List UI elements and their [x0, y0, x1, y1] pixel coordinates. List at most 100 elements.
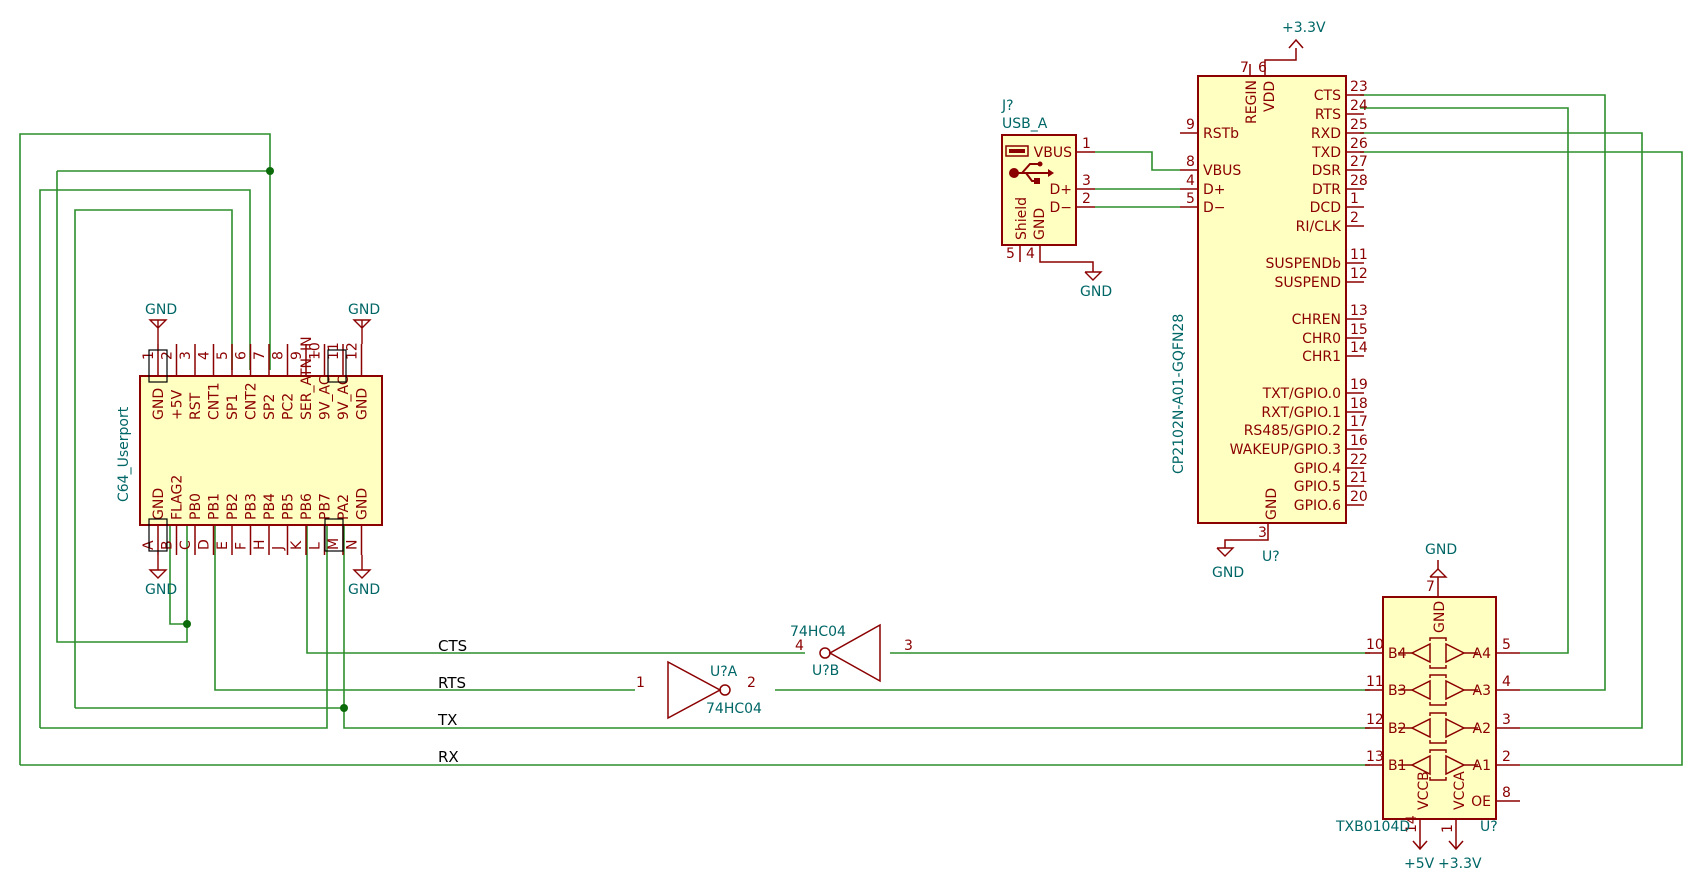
userport-pin-num: J	[271, 546, 287, 551]
inverter-ref: U?A	[710, 664, 738, 680]
cp2102-pin-num: 9	[1186, 117, 1195, 133]
svg-text:GND: GND	[145, 302, 177, 318]
cp2102-pin-num: 12	[1350, 266, 1368, 282]
txb-pin-name: VCCA	[1452, 771, 1468, 810]
cp2102-pin-num: 17	[1350, 414, 1368, 430]
txb-pin-name: A4	[1473, 646, 1492, 662]
txb-value: TXB0104D	[1335, 819, 1410, 835]
cp2102-pin-name: GPIO.4	[1294, 461, 1341, 477]
txb-body	[1382, 596, 1497, 820]
buffer-icon	[1410, 642, 1431, 664]
cp2102-pin-num: 25	[1350, 117, 1368, 133]
userport-top-pins: 1GND2+5V3RST4CNT15SP16CNT27SP28PC29SER_A…	[141, 336, 371, 420]
txb-pin-name: A3	[1473, 683, 1491, 699]
cp2102-pin-num: 27	[1350, 154, 1368, 170]
cp2102-pin-name: SUSPENDb	[1266, 256, 1342, 272]
tie-bar	[148, 349, 168, 383]
txb-pin-num: 2	[1502, 749, 1511, 765]
net-label-rx: RX	[438, 748, 459, 766]
cp2102-pin-name: D+	[1203, 182, 1226, 198]
cp2102-pin-num: 20	[1350, 489, 1368, 505]
junction-dot	[183, 620, 191, 628]
txb-pin-name: B1	[1388, 758, 1407, 774]
tie-bar	[327, 349, 347, 383]
usb-pin-name: D−	[1049, 200, 1072, 216]
userport-pin-num: D	[197, 539, 213, 550]
cp2102-pin-num: 24	[1350, 98, 1368, 114]
inverter-pin-num: 2	[747, 675, 756, 691]
cp2102-pin-num: 4	[1186, 173, 1195, 189]
txb-pin-num: 4	[1502, 674, 1511, 690]
inverter-u-b: 3 4 74HC04 U?B	[790, 623, 913, 683]
cp2102-pin-name: TXT/GPIO.0	[1262, 386, 1341, 402]
wires	[19, 94, 1683, 766]
usb-pin-name: D+	[1049, 182, 1072, 198]
cp2102-pin-name: D−	[1203, 200, 1226, 216]
cp2102-pin-name: RXT/GPIO.1	[1261, 405, 1341, 421]
userport-pin-num: 4	[197, 351, 213, 360]
svg-text:GND: GND	[348, 302, 380, 318]
userport-pin-num: 7	[252, 351, 268, 360]
userport-pin-name: GND	[151, 388, 167, 420]
cp2102-pin-name: REGIN	[1244, 80, 1260, 124]
userport-pin-num: 9	[289, 351, 305, 360]
inverter-pin-num: 3	[904, 638, 913, 654]
buffer-icon	[1410, 754, 1431, 776]
buffer-line	[1429, 637, 1447, 641]
txb-pin-num: 3	[1502, 712, 1511, 728]
cp2102-pin-name: GPIO.5	[1294, 479, 1341, 495]
usb-pin-num: 1	[1082, 136, 1091, 152]
cp2102-ref: U?	[1262, 549, 1280, 565]
inverter-value: 74HC04	[790, 624, 846, 640]
txb-gnd-text: GND	[1425, 542, 1457, 558]
cp2102-pin-name: DSR	[1312, 163, 1342, 179]
gnd-symbol: GND	[348, 302, 380, 344]
cp2102-pin-num: 8	[1186, 154, 1195, 170]
userport-pin-name: PB3	[244, 493, 260, 520]
cp2102-pin-num: 5	[1186, 191, 1195, 207]
txb-pin-num: 14	[1404, 815, 1420, 833]
usb-gnd-text: GND	[1080, 284, 1112, 300]
userport-pin-num: C	[178, 540, 194, 550]
userport-pin-name: PB6	[299, 493, 315, 520]
cp2102-supply: +3.3V	[1282, 20, 1326, 36]
cp2102-pin-num: 1	[1350, 191, 1359, 207]
buffer-line	[1429, 712, 1447, 716]
userport-pin-name: RST	[188, 392, 204, 420]
txb-pin-name: B2	[1388, 721, 1407, 737]
txb-ref: U?	[1480, 819, 1498, 835]
buffer-line	[1429, 740, 1447, 744]
cp2102-pin-num: 2	[1350, 210, 1359, 226]
net-label-rts: RTS	[438, 674, 466, 692]
userport-pin-name: GND	[355, 388, 371, 420]
userport-pin-num: 10	[308, 342, 324, 360]
buffer-line	[1429, 665, 1447, 669]
txb-pin-num: 5	[1502, 637, 1511, 653]
cp2102-pin-name: CHR0	[1302, 331, 1341, 347]
userport-pin-name: GND	[151, 488, 167, 520]
usb-ref: J?	[1001, 98, 1014, 114]
buffer-line	[1429, 702, 1447, 706]
net-label-tx: TX	[437, 711, 457, 729]
userport-pin-name: 9V_AC	[336, 375, 352, 420]
userport-pin-name: CNT1	[207, 382, 223, 420]
cp2102-pin-num: 11	[1350, 247, 1368, 263]
gnd-symbol: GND	[145, 302, 177, 344]
userport-pin-num: K	[289, 540, 305, 550]
net-label-cts: CTS	[438, 637, 467, 655]
cp2102-pin-num: 14	[1350, 340, 1368, 356]
userport-pin-name: SP2	[262, 394, 278, 420]
userport-pin-name: FLAG2	[170, 475, 186, 520]
cp2102-gnd-text: GND	[1212, 565, 1244, 581]
txb-pin-name: A2	[1473, 721, 1491, 737]
inverter-pin-num: 4	[795, 638, 804, 654]
userport-pin-num: 6	[234, 351, 250, 360]
usb-pin-num: 4	[1026, 246, 1035, 262]
cp2102-pin-name: TXD	[1311, 145, 1341, 161]
cp2102-pin-num: 6	[1258, 60, 1267, 76]
cp2102-pin-num: 7	[1240, 60, 1249, 76]
